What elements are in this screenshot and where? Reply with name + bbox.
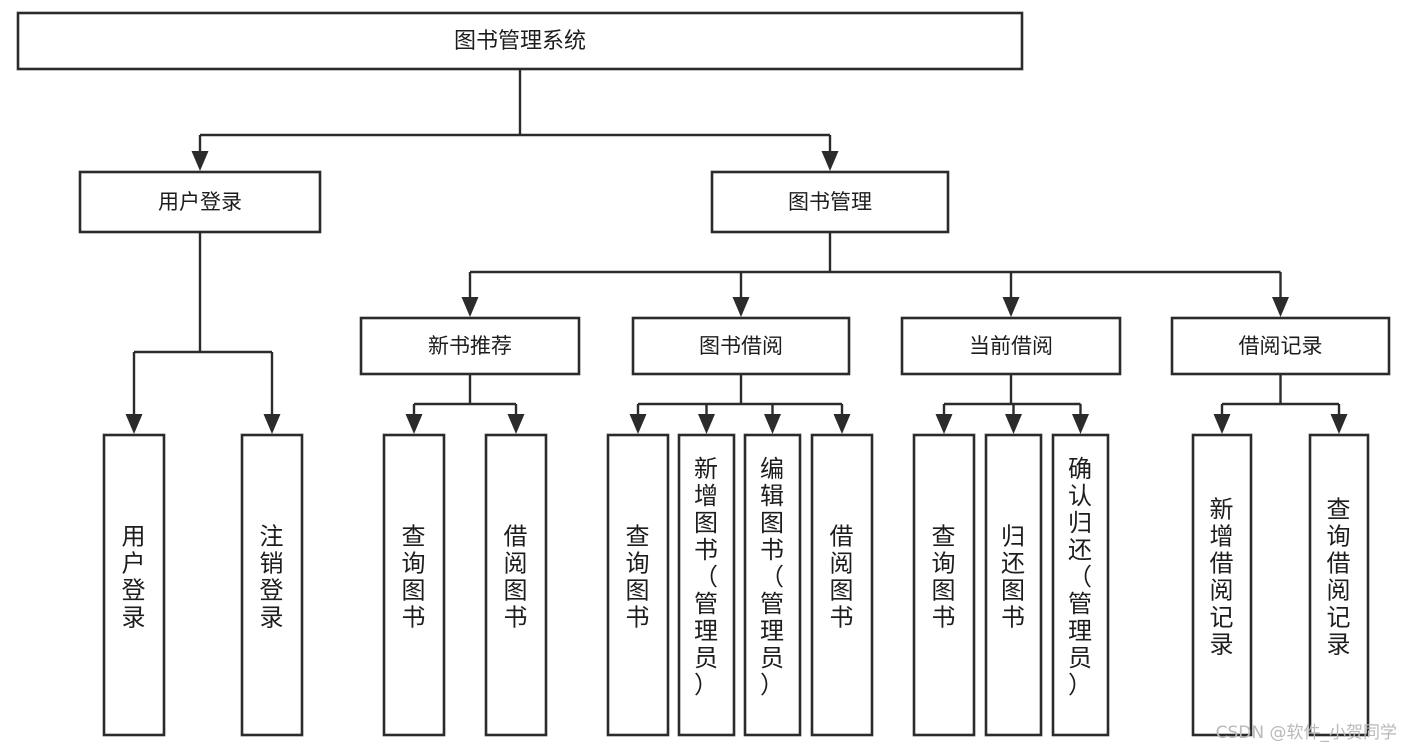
node-box-leaf-confirm-return[interactable] — [1051, 433, 1110, 737]
node-label-current-borrow: 当前借阅 — [969, 334, 1053, 358]
node-box-leaf-query-book-bb[interactable] — [606, 433, 670, 737]
node-root[interactable]: 图书管理系统 — [16, 11, 1024, 71]
node-label-leaf-add-book: 新增图书（管理员） — [694, 455, 719, 699]
arrow-icon-leaf-query-book-rec — [405, 414, 423, 434]
node-label-leaf-query-book-bb: 查询图书 — [626, 523, 651, 632]
node-label-leaf-borrow-book-rec: 借阅图书 — [504, 523, 529, 632]
node-leaf-add-book[interactable]: 新增图书（管理员） — [677, 433, 736, 737]
node-box-borrow-record[interactable] — [1170, 316, 1391, 376]
watermark-text: CSDN @软件_小贺同学 — [1215, 723, 1397, 743]
node-label-leaf-query-record: 查询借阅记录 — [1327, 496, 1352, 659]
node-label-book-manage: 图书管理 — [788, 190, 872, 214]
arrow-icon-leaf-edit-book — [764, 414, 781, 434]
node-user-login[interactable]: 用户登录 — [78, 170, 322, 234]
node-label-leaf-confirm-return: 确认归还（管理员） — [1068, 455, 1093, 699]
arrow-icon-leaf-return-book — [1005, 414, 1022, 434]
arrow-icon-book-manage — [821, 151, 839, 171]
arrow-icon-leaf-user-login — [125, 414, 143, 434]
arrow-icon-leaf-query-book-bb — [629, 414, 647, 434]
node-leaf-query-record[interactable]: 查询借阅记录 — [1308, 433, 1370, 737]
node-label-leaf-add-record: 新增借阅记录 — [1210, 496, 1235, 659]
arrow-icon-book-borrow — [732, 297, 750, 317]
node-leaf-edit-book[interactable]: 编辑图书（管理员） — [743, 433, 802, 737]
node-box-leaf-return-book[interactable] — [984, 433, 1043, 737]
node-leaf-query-book-cb[interactable]: 查询图书 — [912, 433, 976, 737]
arrow-icon-user-login — [191, 151, 209, 171]
node-box-leaf-edit-book[interactable] — [743, 433, 802, 737]
node-box-leaf-user-logout[interactable] — [240, 433, 304, 737]
node-box-root[interactable] — [16, 11, 1024, 71]
arrow-icon-leaf-borrow-book-bb — [833, 414, 851, 434]
node-box-user-login[interactable] — [78, 170, 322, 234]
node-box-leaf-borrow-book-rec[interactable] — [484, 433, 548, 737]
arrow-icon-leaf-add-record — [1213, 414, 1231, 434]
node-label-leaf-user-login: 用户登录 — [122, 523, 147, 632]
node-leaf-query-book-bb[interactable]: 查询图书 — [606, 433, 670, 737]
connectors-layer — [125, 69, 1348, 434]
node-current-borrow[interactable]: 当前借阅 — [900, 316, 1122, 376]
node-label-leaf-query-book-rec: 查询图书 — [402, 523, 427, 632]
node-box-leaf-add-record[interactable] — [1191, 433, 1253, 737]
node-label-leaf-borrow-book-bb: 借阅图书 — [830, 523, 855, 632]
node-box-leaf-user-login[interactable] — [102, 433, 166, 737]
arrow-icon-leaf-add-book — [698, 414, 715, 434]
node-leaf-confirm-return[interactable]: 确认归还（管理员） — [1051, 433, 1110, 737]
node-box-leaf-query-book-rec[interactable] — [382, 433, 446, 737]
node-leaf-borrow-book-rec[interactable]: 借阅图书 — [484, 433, 548, 737]
node-leaf-query-book-rec[interactable]: 查询图书 — [382, 433, 446, 737]
arrow-icon-new-book-rec — [461, 297, 479, 317]
node-label-book-borrow: 图书借阅 — [699, 334, 783, 358]
arrow-icon-current-borrow — [1002, 297, 1020, 317]
node-label-leaf-query-book-cb: 查询图书 — [932, 523, 957, 632]
arrow-icon-leaf-confirm-return — [1072, 414, 1089, 434]
node-new-book-rec[interactable]: 新书推荐 — [359, 316, 581, 376]
node-label-borrow-record: 借阅记录 — [1239, 334, 1323, 358]
node-box-leaf-query-book-cb[interactable] — [912, 433, 976, 737]
node-box-leaf-add-book[interactable] — [677, 433, 736, 737]
node-leaf-user-logout[interactable]: 注销登录 — [240, 433, 304, 737]
node-box-current-borrow[interactable] — [900, 316, 1122, 376]
node-leaf-add-record[interactable]: 新增借阅记录 — [1191, 433, 1253, 737]
arrow-icon-leaf-query-book-cb — [935, 414, 953, 434]
node-book-borrow[interactable]: 图书借阅 — [631, 316, 851, 376]
arrow-icon-borrow-record — [1272, 297, 1289, 317]
node-label-user-login: 用户登录 — [158, 190, 242, 214]
node-book-manage[interactable]: 图书管理 — [710, 170, 950, 234]
node-box-leaf-query-record[interactable] — [1308, 433, 1370, 737]
node-label-leaf-edit-book: 编辑图书（管理员） — [760, 455, 785, 699]
node-label-new-book-rec: 新书推荐 — [428, 334, 512, 358]
arrow-icon-leaf-query-record — [1330, 414, 1348, 434]
node-box-book-manage[interactable] — [710, 170, 950, 234]
node-label-leaf-user-logout: 注销登录 — [260, 523, 285, 632]
arrow-icon-leaf-user-logout — [263, 414, 281, 434]
node-leaf-return-book[interactable]: 归还图书 — [984, 433, 1043, 737]
node-leaf-user-login[interactable]: 用户登录 — [102, 433, 166, 737]
node-label-leaf-return-book: 归还图书 — [1001, 523, 1026, 632]
arrow-icon-leaf-borrow-book-rec — [507, 414, 525, 434]
node-leaf-borrow-book-bb[interactable]: 借阅图书 — [810, 433, 874, 737]
node-borrow-record[interactable]: 借阅记录 — [1170, 316, 1391, 376]
node-box-new-book-rec[interactable] — [359, 316, 581, 376]
node-box-book-borrow[interactable] — [631, 316, 851, 376]
boxes-layer: 图书管理系统用户登录图书管理新书推荐图书借阅当前借阅借阅记录用户登录注销登录查询… — [16, 11, 1391, 737]
node-box-leaf-borrow-book-bb[interactable] — [810, 433, 874, 737]
node-label-root: 图书管理系统 — [454, 29, 586, 54]
